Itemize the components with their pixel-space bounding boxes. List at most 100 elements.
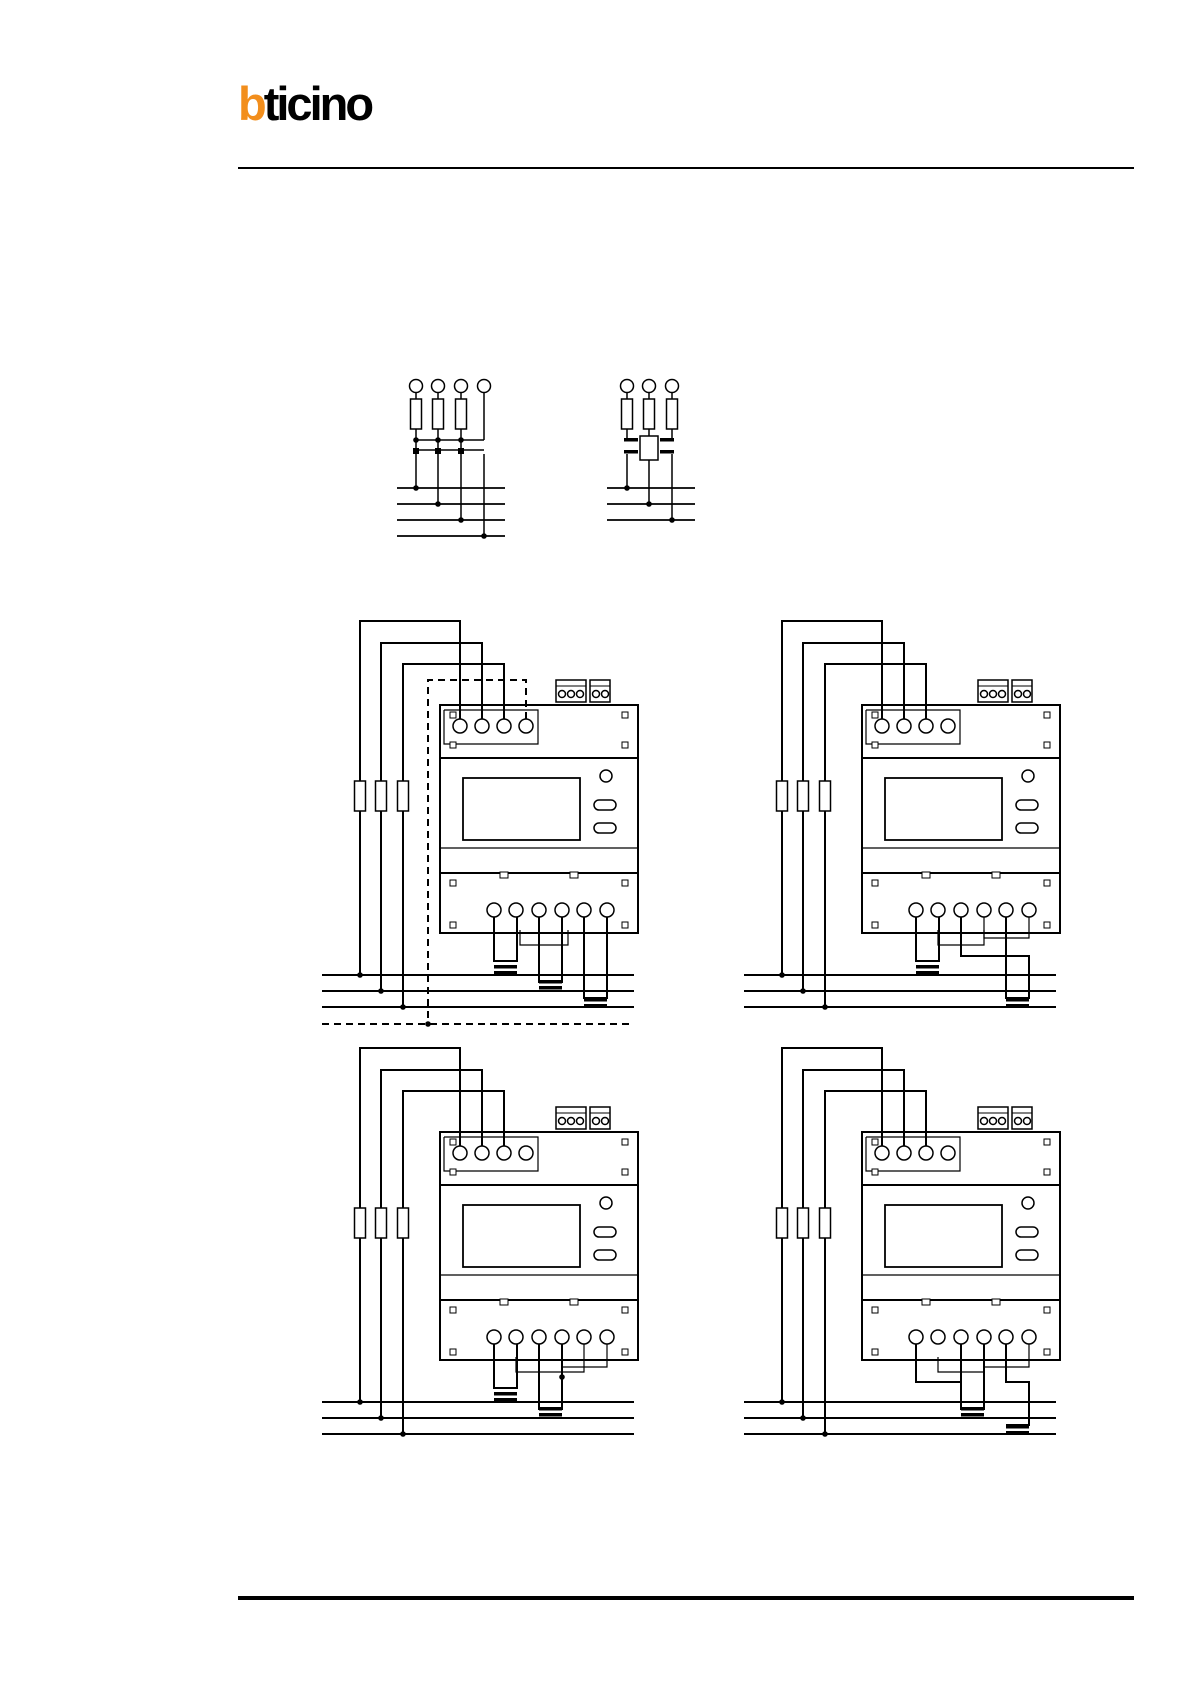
screw-icon <box>577 1118 584 1125</box>
footer-rule <box>238 1596 1134 1600</box>
voltage-terminal-icon <box>432 380 445 393</box>
clip-icon <box>622 1169 628 1175</box>
clip-icon <box>872 922 878 928</box>
ct-marker-icon <box>624 438 638 442</box>
fuse-icon <box>376 781 387 811</box>
screw-icon <box>981 1118 988 1125</box>
ct-marker-icon <box>660 450 674 454</box>
schematic-3ph-4w <box>397 380 505 539</box>
current-terminal-icon <box>555 903 569 917</box>
current-transformer-icon <box>494 1392 517 1396</box>
nav-button-up <box>1016 1227 1038 1237</box>
fuse-icon <box>667 399 678 429</box>
screw-icon <box>568 1118 575 1125</box>
clip-icon <box>1044 1139 1050 1145</box>
clip-icon <box>450 1139 456 1145</box>
clip-icon <box>450 1307 456 1313</box>
clip-icon <box>1044 712 1050 718</box>
current-terminal-icon <box>909 1330 923 1344</box>
screw-icon <box>1015 691 1022 698</box>
nav-button-up <box>594 800 616 810</box>
voltage-terminal-icon <box>455 380 468 393</box>
fuse-icon <box>798 781 809 811</box>
current-terminal-icon <box>954 1330 968 1344</box>
current-terminal-icon <box>577 1330 591 1344</box>
voltage-terminal-icon <box>643 380 656 393</box>
clip-icon <box>622 922 628 928</box>
screw-icon <box>1024 1118 1031 1125</box>
ct-marker-icon <box>660 438 674 442</box>
clip-icon <box>872 742 878 748</box>
current-terminal-icon <box>909 903 923 917</box>
clip-icon <box>622 1349 628 1355</box>
clip-icon <box>1044 1349 1050 1355</box>
voltage-terminal-icon <box>475 719 489 733</box>
screw-icon <box>990 1118 997 1125</box>
clip-icon <box>622 1139 628 1145</box>
voltage-terminal-icon <box>897 1146 911 1160</box>
nav-button-down <box>1016 823 1038 833</box>
fuse-icon <box>777 1208 788 1238</box>
fuse-icon <box>411 399 422 429</box>
current-terminal-icon <box>999 903 1013 917</box>
panel-top-right <box>744 621 1060 1010</box>
clip-icon <box>622 712 628 718</box>
current-terminal-icon <box>532 903 546 917</box>
voltage-terminal-icon <box>453 719 467 733</box>
led-icon <box>600 770 612 782</box>
latch-icon <box>570 872 578 878</box>
latch-icon <box>500 1299 508 1305</box>
current-transformer-icon <box>584 1004 607 1008</box>
junction-dot <box>481 533 487 539</box>
ct-marker-icon <box>413 448 419 454</box>
latch-icon <box>992 872 1000 878</box>
clip-icon <box>872 1349 878 1355</box>
current-terminal-icon <box>977 1330 991 1344</box>
fuse-icon <box>433 399 444 429</box>
current-terminal-icon <box>532 1330 546 1344</box>
screw-icon <box>593 1118 600 1125</box>
clip-icon <box>1044 880 1050 886</box>
junction-dot <box>425 1021 431 1027</box>
current-transformer-icon <box>539 1413 562 1417</box>
current-transformer-icon <box>494 971 517 975</box>
screw-icon <box>990 691 997 698</box>
fuse-icon <box>622 399 633 429</box>
junction-dot <box>646 501 652 507</box>
voltage-terminal-icon <box>478 380 491 393</box>
voltage-terminal-icon <box>897 719 911 733</box>
fuse-icon <box>777 781 788 811</box>
current-transformer-icon <box>539 986 562 990</box>
junction-dot <box>413 485 419 491</box>
ct-marker-icon <box>435 448 441 454</box>
fuse-icon <box>798 1208 809 1238</box>
screw-icon <box>1024 691 1031 698</box>
display-screen <box>463 778 580 840</box>
current-transformer-icon <box>494 965 517 969</box>
junction-dot <box>559 1374 565 1380</box>
latch-icon <box>992 1299 1000 1305</box>
screw-icon <box>1015 1118 1022 1125</box>
latch-icon <box>922 872 930 878</box>
clip-icon <box>872 1169 878 1175</box>
nav-button-up <box>594 1227 616 1237</box>
voltage-terminal-icon <box>919 1146 933 1160</box>
panel-top-left <box>322 621 638 1027</box>
led-icon <box>1022 770 1034 782</box>
junction-dot <box>435 501 441 507</box>
voltage-terminal-icon <box>497 719 511 733</box>
fuse-icon <box>398 781 409 811</box>
screw-icon <box>981 691 988 698</box>
current-terminal-icon <box>487 1330 501 1344</box>
current-terminal-icon <box>509 903 523 917</box>
current-transformer-icon <box>494 1398 517 1402</box>
clip-icon <box>1044 1307 1050 1313</box>
junction-dot <box>669 517 675 523</box>
current-transformer-icon <box>916 971 939 975</box>
clip-icon <box>1044 1169 1050 1175</box>
fuse-icon <box>355 781 366 811</box>
ct-marker-icon <box>624 450 638 454</box>
voltage-terminal-icon <box>875 1146 889 1160</box>
current-transformer-icon <box>1006 1431 1029 1435</box>
fuse-icon <box>456 399 467 429</box>
